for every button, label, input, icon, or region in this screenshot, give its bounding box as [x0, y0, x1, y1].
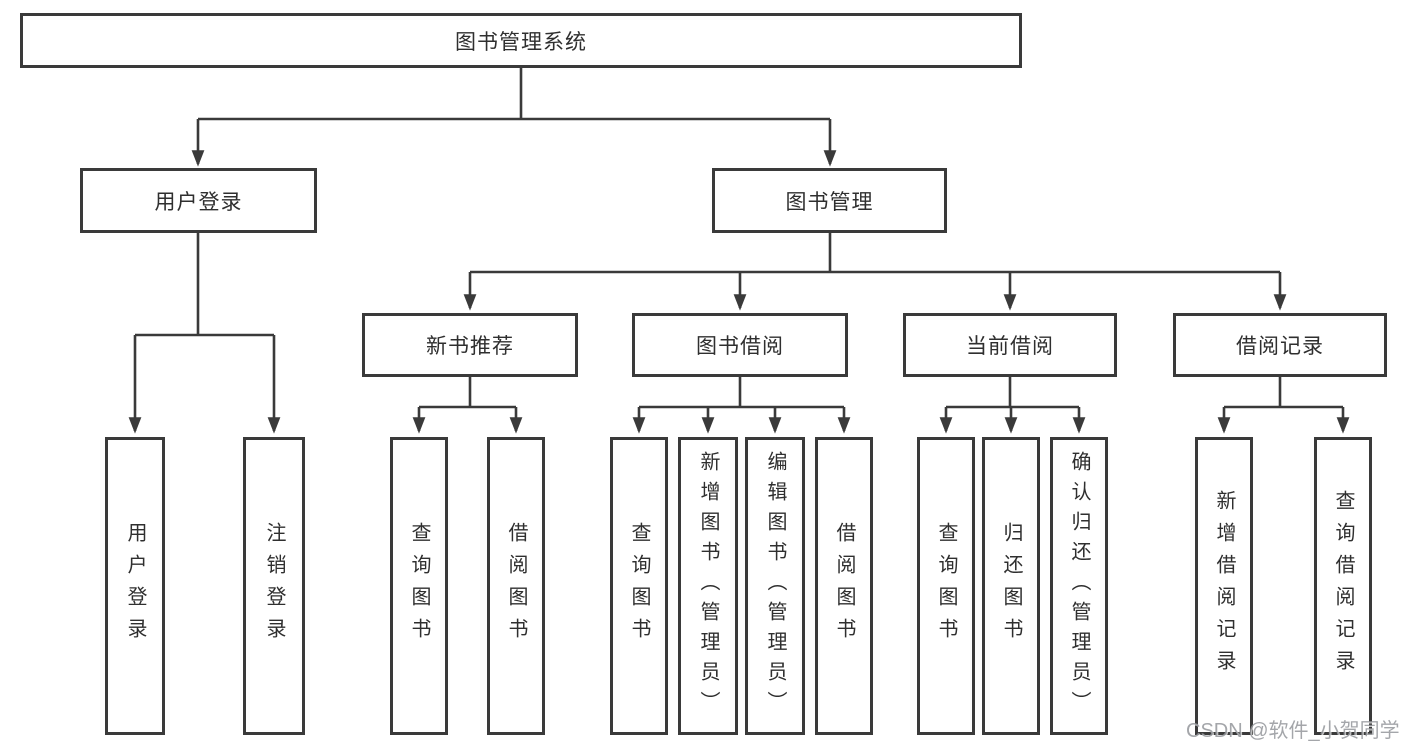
leaf-add-borrow-record: 新增借阅记录: [1195, 437, 1253, 735]
leaf-query-borrow-record: 查询借阅记录: [1314, 437, 1372, 735]
node-user-login-label: 用户登录: [154, 190, 243, 214]
leaf-return-book-label: 归还图书: [1000, 522, 1022, 650]
leaf-user-login: 用户登录: [105, 437, 165, 735]
leaf-recommend-borrow-book-label: 借阅图书: [505, 522, 527, 650]
node-root: 图书管理系统: [20, 13, 1022, 68]
leaf-edit-book-admin: 编辑图书（管理员）: [745, 437, 805, 735]
leaf-borrow-book-label: 借阅图书: [833, 522, 855, 650]
leaf-confirm-return-admin: 确认归还（管理员）: [1050, 437, 1108, 735]
node-current-borrow-label: 当前借阅: [966, 335, 1054, 358]
node-new-book-recommend: 新书推荐: [362, 313, 578, 377]
leaf-recommend-query-book-label: 查询图书: [408, 522, 430, 650]
node-root-label: 图书管理系统: [455, 30, 587, 54]
node-book-borrow: 图书借阅: [632, 313, 848, 377]
leaf-borrow-query-book-label: 查询图书: [628, 522, 650, 650]
node-new-book-recommend-label: 新书推荐: [426, 335, 514, 358]
node-borrow-records: 借阅记录: [1173, 313, 1387, 377]
watermark: CSDN @软件_小贺同学: [1186, 720, 1400, 742]
node-borrow-records-label: 借阅记录: [1236, 335, 1324, 358]
leaf-recommend-borrow-book: 借阅图书: [487, 437, 545, 735]
leaf-add-borrow-record-label: 新增借阅记录: [1213, 490, 1235, 682]
node-current-borrow: 当前借阅: [903, 313, 1117, 377]
leaf-edit-book-admin-label: 编辑图书（管理员）: [764, 451, 786, 721]
leaf-current-query-book: 查询图书: [917, 437, 975, 735]
leaf-logout: 注销登录: [243, 437, 305, 735]
leaf-return-book: 归还图书: [982, 437, 1040, 735]
leaf-logout-label: 注销登录: [263, 522, 285, 650]
leaf-user-login-label: 用户登录: [124, 522, 146, 650]
node-book-management: 图书管理: [712, 168, 947, 233]
leaf-borrow-query-book: 查询图书: [610, 437, 668, 735]
leaf-query-borrow-record-label: 查询借阅记录: [1332, 490, 1354, 682]
node-user-login: 用户登录: [80, 168, 317, 233]
node-book-management-label: 图书管理: [785, 190, 874, 214]
leaf-borrow-book: 借阅图书: [815, 437, 873, 735]
node-book-borrow-label: 图书借阅: [696, 335, 784, 358]
leaf-confirm-return-admin-label: 确认归还（管理员）: [1068, 451, 1090, 721]
leaf-current-query-book-label: 查询图书: [935, 522, 957, 650]
leaf-recommend-query-book: 查询图书: [390, 437, 448, 735]
leaf-add-book-admin: 新增图书（管理员）: [678, 437, 738, 735]
leaf-add-book-admin-label: 新增图书（管理员）: [697, 451, 719, 721]
